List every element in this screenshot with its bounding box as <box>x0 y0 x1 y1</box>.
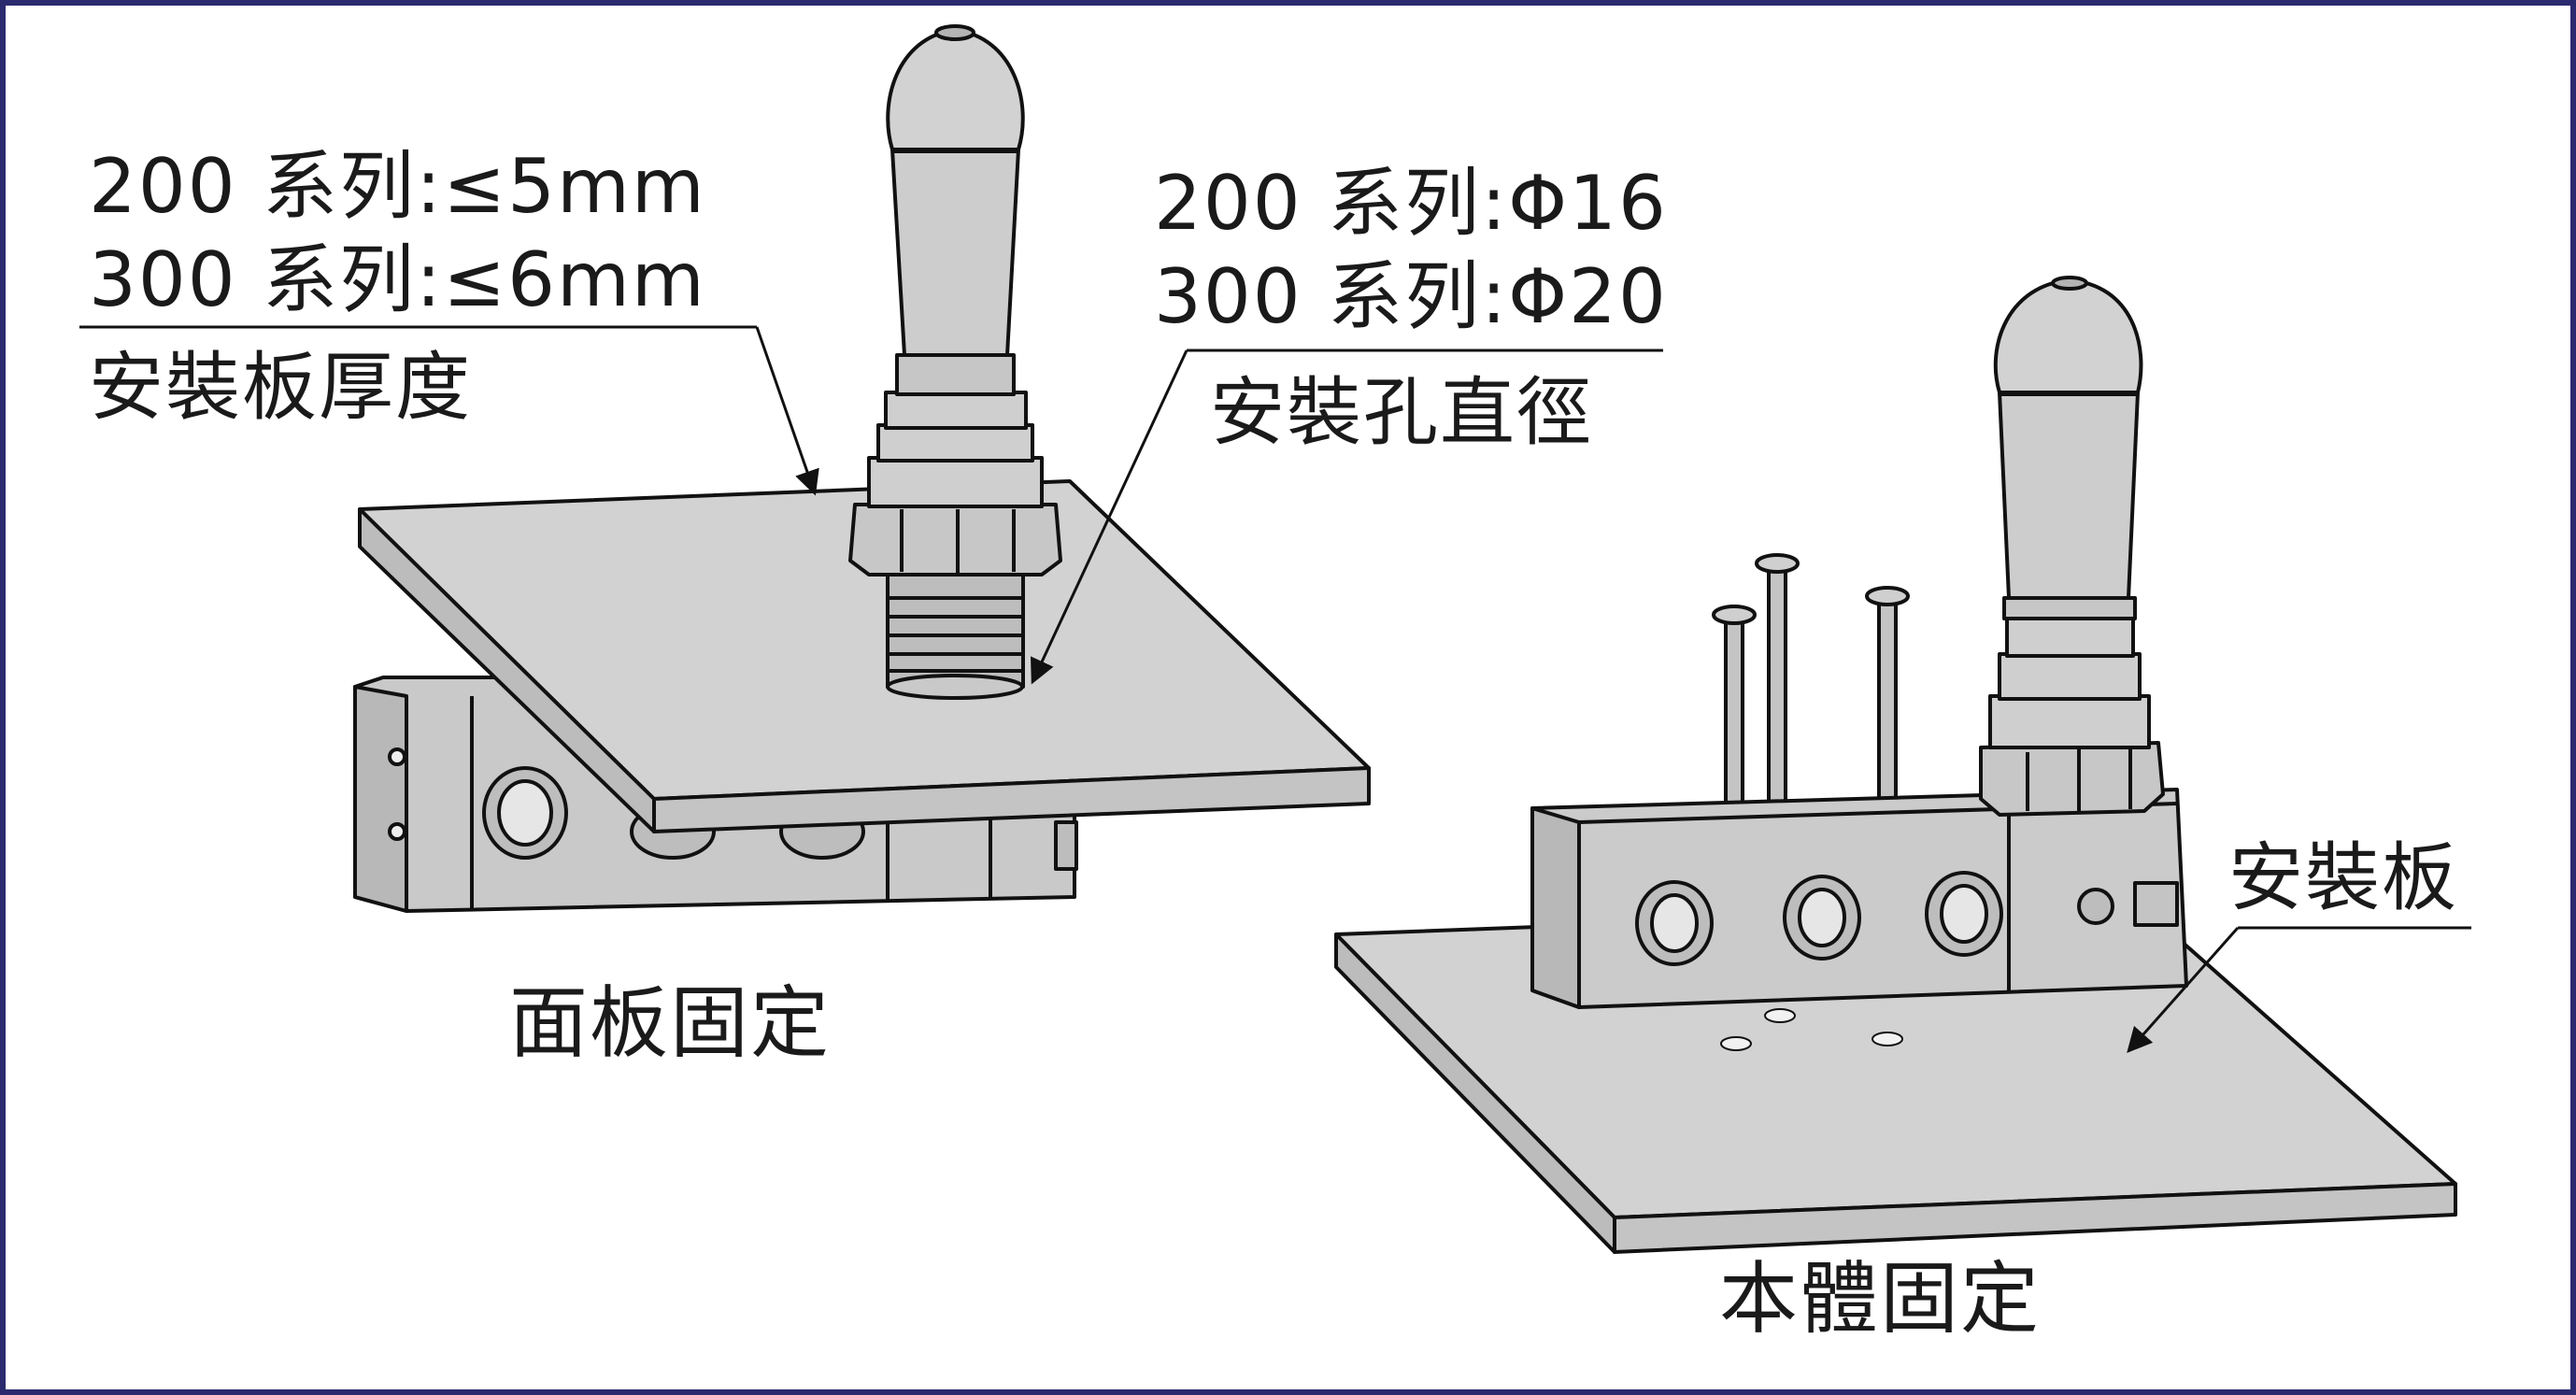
hole-diameter-leader <box>1030 349 1663 685</box>
panel-mount-illustration <box>353 24 1371 913</box>
mounting-plate-label: 安裝板 <box>2228 834 2458 921</box>
thickness-spec-title: 安裝板厚度 <box>89 344 472 431</box>
hex-nut-left <box>848 391 1062 577</box>
valve-body-right <box>1530 788 2188 1009</box>
thickness-spec-line1: 200 系列:≤5mm <box>89 143 706 230</box>
mounting-screws <box>1712 553 1910 838</box>
thickness-spec-line2: 300 系列:≤6mm <box>89 236 706 323</box>
body-mount-illustration <box>1334 276 2457 1254</box>
hex-nut-right <box>1979 615 2165 817</box>
hole-spec-line1: 200 系列:Φ16 <box>1154 160 1668 247</box>
lever-handle-left <box>886 24 1025 396</box>
panel-mount-caption: 面板固定 <box>509 977 832 1069</box>
hole-spec-line2: 300 系列:Φ20 <box>1154 253 1668 340</box>
hole-spec-title: 安裝孔直徑 <box>1210 369 1593 456</box>
lever-handle-right <box>1993 276 2143 620</box>
body-mount-caption: 本體固定 <box>1719 1253 2042 1345</box>
plate-leader <box>2127 926 2471 1054</box>
mounting-plate-left <box>358 479 1371 833</box>
threaded-bushing <box>886 573 1025 700</box>
thickness-leader <box>79 325 819 496</box>
